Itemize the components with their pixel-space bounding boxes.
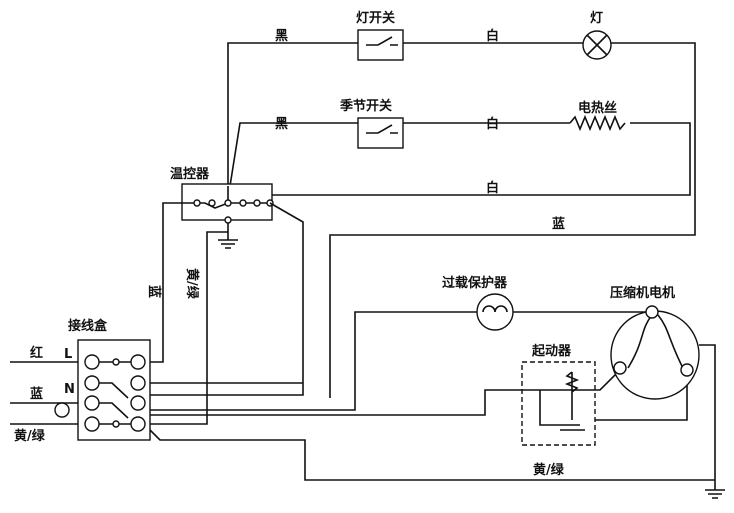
overload-label: 过载保护器 (442, 275, 508, 291)
lamp-label: 灯 (590, 10, 603, 26)
heater-label: 电热丝 (578, 100, 617, 116)
lamp-icon (582, 30, 612, 60)
overload-protector (476, 293, 514, 331)
motor-label: 压缩机电机 (610, 285, 675, 301)
starter-label: 起动器 (531, 343, 572, 359)
heater-circuit: 季节开关 电热丝 黑 白 白 蓝 (229, 98, 691, 232)
terminal-N: N (64, 382, 75, 397)
wire-label-red: 红 (30, 345, 43, 361)
season-switch-label: 季节开关 (339, 98, 392, 114)
wire-label-yg-bottom: 黄/绿 (533, 462, 565, 478)
wire-label-blue: 蓝 (552, 216, 565, 232)
wire-label-black: 黑 (275, 29, 288, 44)
wire-label-black: 黑 (275, 117, 288, 132)
junction-box-label: 接线盒 (68, 318, 108, 334)
wire-label-yg-in: 黄/绿 (14, 428, 46, 444)
thermostat-label: 温控器 (170, 166, 210, 182)
wire-label-white: 白 (486, 116, 499, 132)
wire-label-yg-vertical: 黄/绿 (184, 268, 200, 300)
ground-icon (218, 223, 238, 249)
thermostat: 温控器 (150, 166, 304, 425)
wire-label-blue-vertical: 蓝 (146, 285, 162, 298)
wire-label-white: 白 (486, 28, 499, 44)
wire-label-white: 白 (486, 180, 499, 196)
heater-coil (569, 114, 626, 132)
compressor-circuit: 过载保护器 压缩机电机 起动器 黄/绿 (149, 275, 725, 499)
compressor-motor (610, 305, 700, 400)
junction-box: 接线盒 L N 红 蓝 黄/绿 (10, 318, 303, 444)
wire-label-blue-in: 蓝 (30, 386, 43, 402)
earth-terminal-icon (54, 402, 70, 418)
lamp-circuit: 灯开关 灯 黑 白 (227, 10, 696, 398)
starter (521, 361, 596, 446)
lamp-switch-label: 灯开关 (356, 10, 395, 26)
terminal-L: L (64, 347, 72, 362)
